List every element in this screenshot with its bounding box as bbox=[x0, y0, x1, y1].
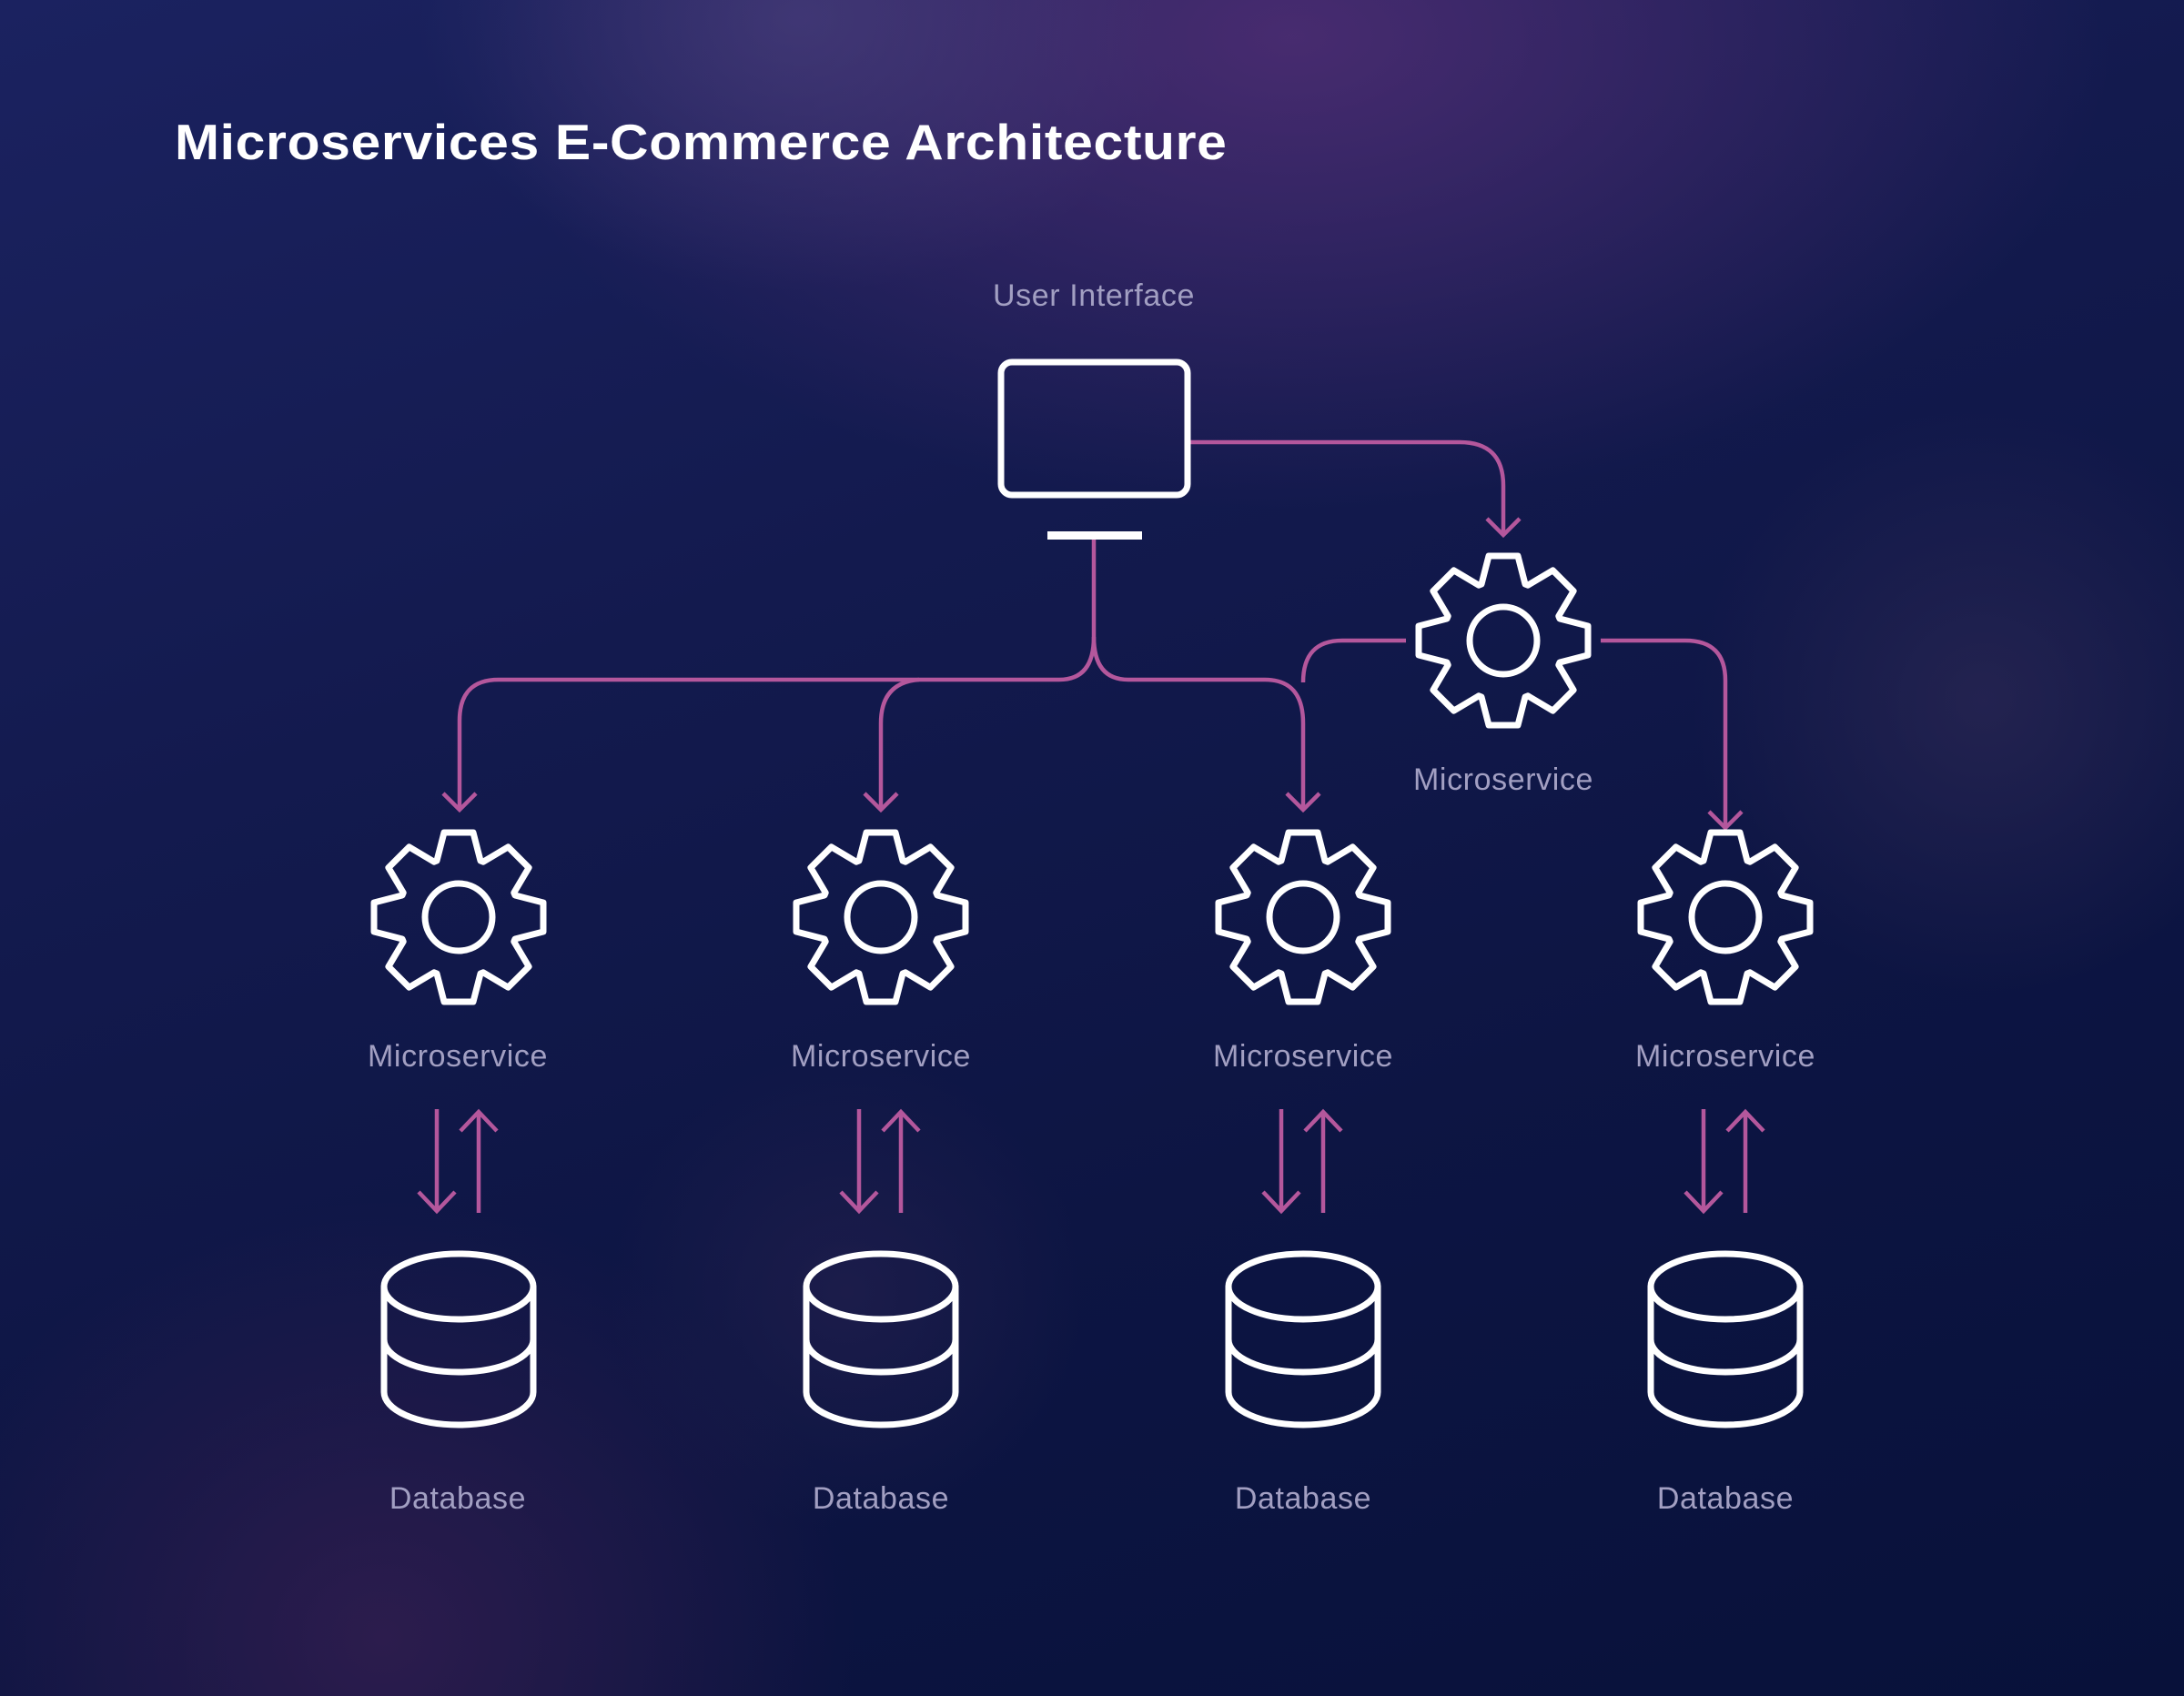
edge-ui-to-service-2 bbox=[878, 677, 920, 808]
database-icon-2 bbox=[803, 1250, 959, 1428]
database-label-1: Database bbox=[389, 1481, 527, 1516]
gateway-microservice-label: Microservice bbox=[1412, 762, 1594, 797]
gear-icon-3 bbox=[1215, 829, 1391, 1005]
microservice-label-3: Microservice bbox=[1212, 1039, 1394, 1074]
database-label-2: Database bbox=[812, 1481, 950, 1516]
arrow-up-db-to-service-1 bbox=[459, 1108, 499, 1213]
database-label-3: Database bbox=[1234, 1481, 1372, 1516]
diagram-title: Microservices E-Commerce Architecture bbox=[175, 114, 1228, 170]
arrowhead-service-4 bbox=[1707, 810, 1744, 832]
database-icon-3 bbox=[1225, 1250, 1381, 1428]
database-label-4: Database bbox=[1656, 1481, 1795, 1516]
user-interface-label: User Interface bbox=[993, 278, 1195, 313]
microservice-label-1: Microservice bbox=[367, 1039, 549, 1074]
arrowhead-service-1 bbox=[441, 792, 478, 813]
gear-icon-4 bbox=[1637, 829, 1814, 1005]
gear-icon-1 bbox=[370, 829, 547, 1005]
database-icon-4 bbox=[1647, 1250, 1804, 1428]
edge-ui-to-service-3 bbox=[1091, 636, 1306, 808]
gear-icon-gateway bbox=[1415, 552, 1592, 729]
edge-gateway-to-service-3 bbox=[1300, 638, 1406, 683]
arrow-down-service-2-to-db bbox=[839, 1109, 879, 1215]
arrow-down-service-1-to-db bbox=[417, 1109, 457, 1215]
connectors bbox=[441, 439, 1744, 832]
edge-ui-to-gateway bbox=[1190, 439, 1506, 533]
microservice-label-4: Microservice bbox=[1634, 1039, 1816, 1074]
databases bbox=[380, 1250, 1804, 1428]
database-icon-1 bbox=[380, 1250, 537, 1428]
gear-icon-2 bbox=[793, 829, 969, 1005]
arrow-up-db-to-service-4 bbox=[1725, 1108, 1765, 1213]
db-links bbox=[417, 1108, 1765, 1215]
arrow-down-service-4-to-db bbox=[1684, 1109, 1724, 1215]
arrowhead-gateway bbox=[1485, 517, 1522, 539]
edge-ui-trunk bbox=[457, 539, 1097, 808]
arrow-up-db-to-service-3 bbox=[1303, 1108, 1343, 1213]
monitor-icon bbox=[997, 358, 1191, 540]
edge-gateway-to-service-4 bbox=[1601, 638, 1728, 826]
arrowhead-service-2 bbox=[863, 792, 899, 813]
gears bbox=[370, 552, 1814, 1005]
arrowhead-service-3 bbox=[1285, 792, 1321, 813]
microservice-label-2: Microservice bbox=[790, 1039, 972, 1074]
arrow-up-db-to-service-2 bbox=[881, 1108, 921, 1213]
arrow-down-service-3-to-db bbox=[1261, 1109, 1301, 1215]
